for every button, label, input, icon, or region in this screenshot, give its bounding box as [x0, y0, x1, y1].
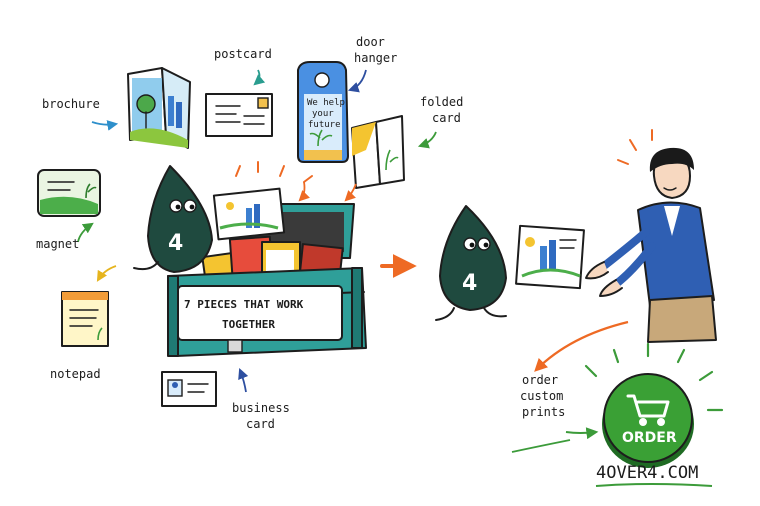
door-hanger-arrow — [347, 69, 367, 93]
cta-line1: order — [522, 373, 558, 387]
chest-sign-line2: TOGETHER — [222, 318, 275, 331]
postcard-label: postcard — [214, 47, 272, 61]
postcard-arrow — [253, 69, 266, 86]
mascot-drop-right — [435, 205, 507, 321]
website-underline — [595, 483, 713, 487]
magnet-arrow — [77, 222, 94, 243]
business-card-label-line1: business — [232, 401, 290, 415]
order-button-label: ORDER — [622, 430, 677, 446]
mascot-badge-right: 4 — [462, 271, 477, 296]
magnet-illustration — [37, 169, 101, 217]
folded-card-label-line2: card — [432, 111, 461, 125]
order-button-sparkles — [584, 342, 724, 412]
notepad-illustration — [61, 291, 109, 347]
brochure-illustration — [127, 67, 191, 149]
mascot-right-held-print — [515, 224, 585, 290]
folded-card-label-line1: folded — [420, 95, 463, 109]
door-hanger-text-1: We help — [307, 98, 345, 108]
folded-card-illustration — [351, 115, 405, 189]
business-card-arrow — [238, 367, 249, 393]
cta-underline — [511, 439, 571, 453]
door-hanger-label-line1: door — [356, 35, 385, 49]
cta-arrow-to-text — [534, 320, 629, 372]
business-card-illustration — [161, 371, 217, 407]
magnet-label: magnet — [36, 237, 79, 251]
door-hanger-text-2: your — [312, 109, 334, 119]
sparkle-lines-chest — [235, 161, 313, 183]
notepad-label: notepad — [50, 367, 101, 381]
cta-arrow-to-button — [565, 427, 599, 440]
folded-card-arrow — [417, 131, 437, 149]
postcard-illustration — [205, 93, 273, 137]
cta-line3: prints — [522, 405, 565, 419]
mascot-badge-left: 4 — [168, 231, 183, 256]
notepad-arrow — [96, 265, 117, 282]
order-button[interactable]: ORDER — [602, 373, 694, 468]
brochure-arrow — [91, 120, 119, 131]
cta-line2: custom — [520, 389, 563, 403]
website-url[interactable]: 4OVER4.COM — [596, 463, 698, 483]
door-hanger-label-line2: hanger — [354, 51, 397, 65]
door-hanger-into-chest-arrow — [298, 181, 310, 202]
treasure-chest — [167, 203, 367, 357]
mascot-drop-left — [133, 165, 213, 273]
folded-card-into-chest-arrow — [344, 183, 357, 202]
door-hanger-text-3: future — [308, 120, 341, 130]
shopping-cart-icon — [626, 394, 670, 426]
business-card-label-line2: card — [246, 417, 275, 431]
sparkle-lines-customer — [617, 129, 653, 165]
brochure-label: brochure — [42, 97, 100, 111]
mascot-left-held-print — [212, 187, 286, 241]
chest-sign-line1: 7 PIECES THAT WORK — [184, 298, 304, 311]
customer-person — [585, 147, 717, 343]
door-hanger-illustration — [297, 61, 349, 163]
